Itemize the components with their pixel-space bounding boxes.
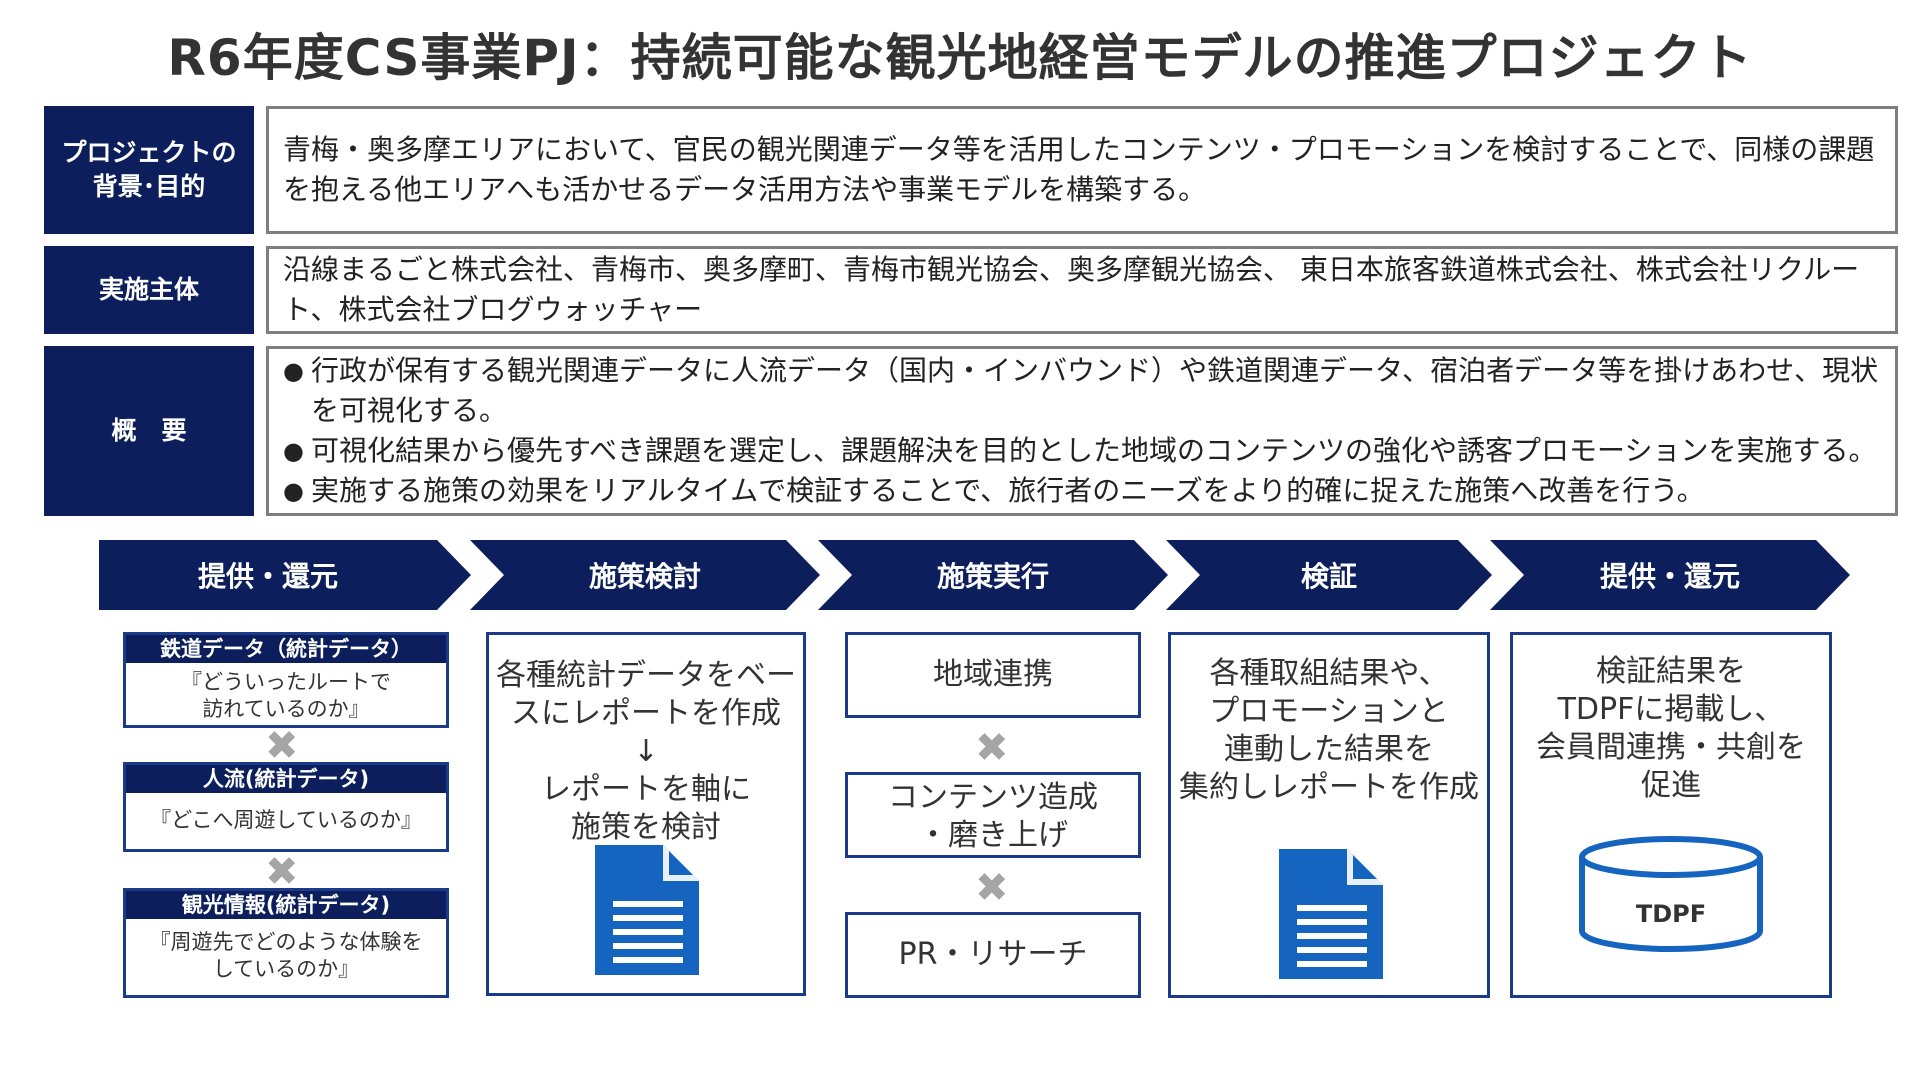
- cross-icon: ✖: [265, 849, 299, 895]
- entities-text: 沿線まるごと株式会社、青梅市、奥多摩町、青梅市観光協会、奥多摩観光協会、 東日本…: [283, 253, 1860, 326]
- entities-label: 実施主体: [44, 246, 254, 334]
- data-source-body: 『どういったルートで 訪れているのか』: [181, 670, 391, 721]
- overview-bullet-2: ● 可視化結果から優先すべき課題を選定し、課題解決を目的とした地域のコンテンツの…: [283, 431, 1881, 471]
- execution-pr-card: PR・リサーチ: [845, 912, 1141, 998]
- entities-label-text: 実施主体: [98, 275, 199, 304]
- chevron-shape: [99, 540, 471, 610]
- cross-icon: ✖: [265, 723, 299, 769]
- step-chevron-5: 提供・還元: [1490, 540, 1850, 610]
- cross-icon: ✖: [975, 725, 1009, 771]
- execution-item: PR・リサーチ: [898, 937, 1088, 972]
- chevron-shape: [818, 540, 1168, 610]
- document-icon: [595, 845, 699, 975]
- data-source-railway: 鉄道データ（統計データ） 『どういったルートで 訪れているのか』: [123, 632, 449, 728]
- purpose-text: 青梅・奥多摩エリアにおいて、官民の観光関連データ等を活用したコンテンツ・プロモー…: [283, 133, 1875, 206]
- data-source-people-flow: 人流(統計データ) 『どこへ周遊しているのか』: [123, 762, 449, 852]
- overview-label: 概 要: [44, 346, 254, 516]
- data-source-body: 『どこへ周遊しているのか』: [150, 808, 422, 832]
- bullet-dot: ●: [283, 357, 304, 385]
- verification-card: 各種取組結果や、 プロモーションと 連動した結果を 集約しレポートを作成: [1168, 632, 1490, 998]
- chevron-shape: [1490, 540, 1850, 610]
- data-source-header: 観光情報(統計データ): [126, 891, 446, 919]
- bullet-dot: ●: [283, 477, 304, 505]
- purpose-box: 青梅・奥多摩エリアにおいて、官民の観光関連データ等を活用したコンテンツ・プロモー…: [266, 106, 1898, 234]
- chevron-shape: [470, 540, 820, 610]
- cross-icon: ✖: [975, 865, 1009, 911]
- step-label: 提供・還元: [197, 560, 338, 593]
- step-label: 検証: [1300, 560, 1357, 593]
- document-icon: [1279, 849, 1383, 979]
- bullet-dot: ●: [283, 437, 304, 465]
- overview-bullet-3: ● 実施する施策の効果をリアルタイムで検証することで、旅行者のニーズをより的確に…: [283, 471, 1881, 511]
- step-label: 提供・還元: [1599, 560, 1740, 593]
- review-card: 各種統計データをベースにレポートを作成 ↓ レポートを軸に 施策を検討: [486, 632, 806, 996]
- data-source-tourism: 観光情報(統計データ) 『周遊先でどのような体験を しているのか』: [123, 888, 449, 998]
- database-label: TDPF: [1635, 900, 1707, 928]
- step-label: 施策実行: [936, 560, 1049, 593]
- verification-text: 各種取組結果や、 プロモーションと 連動した結果を 集約しレポートを作成: [1179, 656, 1479, 805]
- entities-box: 沿線まるごと株式会社、青梅市、奥多摩町、青梅市観光協会、奥多摩観光協会、 東日本…: [266, 246, 1898, 334]
- step-chevron-3: 施策実行: [818, 540, 1168, 610]
- feedback-text: 検証結果を TDPFに掲載し、 会員間連携・共創を 促進: [1536, 654, 1806, 803]
- overview-bullet-1: ● 行政が保有する観光関連データに人流データ（国内・インバウンド）や鉄道関連デー…: [283, 351, 1881, 431]
- execution-item: 地域連携: [933, 657, 1053, 692]
- purpose-label: プロジェクトの 背景･目的: [44, 106, 254, 234]
- overview-label-text: 概 要: [111, 416, 187, 445]
- database-icon: [1579, 836, 1763, 952]
- review-text: 各種統計データをベースにレポートを作成 ↓ レポートを軸に 施策を検討: [496, 658, 796, 845]
- overview-box: ● 行政が保有する観光関連データに人流データ（国内・インバウンド）や鉄道関連デー…: [266, 346, 1898, 516]
- purpose-label-text: プロジェクトの 背景･目的: [61, 138, 237, 201]
- execution-regional-card: 地域連携: [845, 632, 1141, 718]
- step-label: 施策検討: [588, 560, 701, 593]
- overview-bullet-text: 可視化結果から優先すべき課題を選定し、課題解決を目的とした地域のコンテンツの強化…: [311, 434, 1877, 467]
- feedback-card: 検証結果を TDPFに掲載し、 会員間連携・共創を 促進 TDPF: [1510, 632, 1832, 998]
- step-chevron-4: 検証: [1166, 540, 1492, 610]
- overview-bullet-text: 行政が保有する観光関連データに人流データ（国内・インバウンド）や鉄道関連データ、…: [311, 354, 1879, 427]
- execution-item: コンテンツ造成 ・磨き上げ: [888, 780, 1098, 853]
- data-source-header: 鉄道データ（統計データ）: [126, 635, 446, 663]
- page-title: R6年度CS事業PJ：持続可能な観光地経営モデルの推進プロジェクト: [167, 29, 1753, 87]
- step-chevron-2: 施策検討: [470, 540, 820, 610]
- data-source-body: 『周遊先でどのような体験を しているのか』: [149, 930, 423, 981]
- overview-bullet-text: 実施する施策の効果をリアルタイムで検証することで、旅行者のニーズをより的確に捉え…: [311, 474, 1705, 507]
- execution-content-card: コンテンツ造成 ・磨き上げ: [845, 772, 1141, 858]
- chevron-shape: [1166, 540, 1492, 610]
- step-chevron-1: 提供・還元: [99, 540, 471, 610]
- data-source-header: 人流(統計データ): [126, 765, 446, 793]
